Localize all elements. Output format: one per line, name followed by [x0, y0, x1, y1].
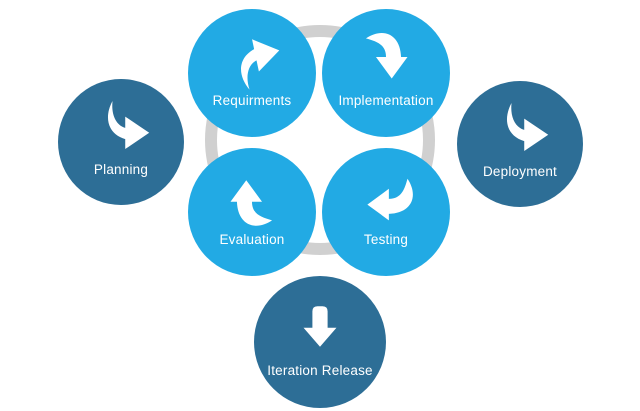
- node-label: Testing: [363, 232, 409, 248]
- node-implementation: Implementation: [322, 9, 450, 137]
- curved-arrow-up-right-icon: [209, 18, 294, 103]
- node-planning: Planning: [58, 79, 184, 205]
- node-label: Iteration Release: [267, 363, 373, 379]
- curved-arrow-up-icon: [216, 163, 288, 235]
- node-label: Planning: [93, 162, 149, 178]
- node-label: Deployment: [482, 164, 558, 180]
- curved-arrow-right-icon: [485, 96, 556, 167]
- node-evaluation: Evaluation: [188, 148, 316, 276]
- node-label: Implementation: [338, 93, 434, 109]
- curved-arrow-right-icon: [86, 94, 157, 165]
- curved-arrow-left-icon: [350, 163, 422, 235]
- node-deployment: Deployment: [457, 81, 583, 207]
- arrow-down-icon: [288, 296, 351, 362]
- node-label: Evaluation: [219, 232, 285, 248]
- node-testing: Testing: [322, 148, 450, 276]
- curved-arrow-down-icon: [350, 24, 422, 96]
- node-requirments: Requirments: [188, 9, 316, 137]
- node-label: Requirments: [212, 93, 292, 109]
- node-iteration-release: Iteration Release: [254, 276, 386, 408]
